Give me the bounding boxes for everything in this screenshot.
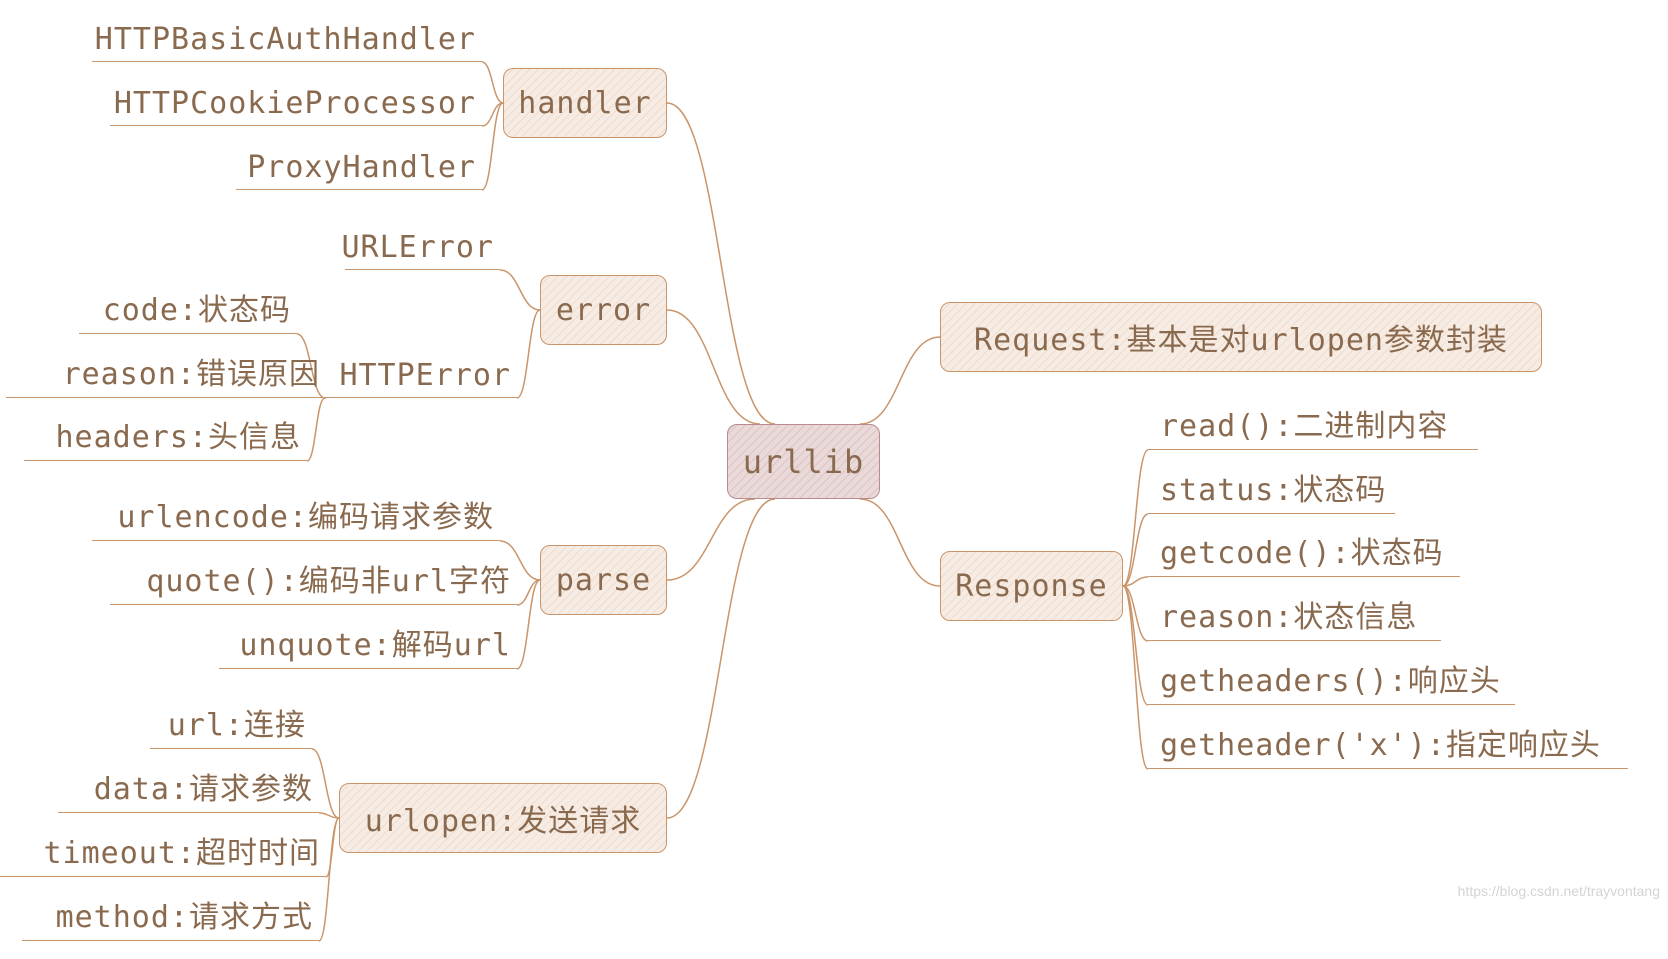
leaf-quote[interactable]: quote():编码非url字符: [110, 543, 517, 605]
link-handler-2: [481, 102, 504, 191]
leaf-reason-status[interactable]: reason:状态信息: [1148, 579, 1441, 641]
parse-node[interactable]: parse: [540, 545, 667, 615]
leaf-read[interactable]: read():二进制内容: [1148, 388, 1478, 450]
link-error-httperror: [516, 309, 541, 399]
leaf-getcode[interactable]: getcode():状态码: [1148, 515, 1460, 577]
link-handler-0: [481, 61, 504, 104]
link-response-1: [1122, 513, 1149, 587]
watermark: https://blog.csdn.net/trayvontang: [1457, 883, 1660, 899]
leaf-proxyhandler[interactable]: ProxyHandler: [236, 128, 482, 190]
urlopen-label: urlopen:发送请求: [364, 804, 642, 839]
link-urlopen-0: [311, 748, 340, 819]
link-urlopen-1: [318, 812, 340, 819]
response-node[interactable]: Response: [940, 551, 1123, 621]
link-parse-0: [499, 540, 541, 581]
leaf-getheaders[interactable]: getheaders():响应头: [1148, 643, 1515, 705]
link-response-2: [1122, 576, 1149, 587]
handler-node[interactable]: handler: [503, 68, 667, 138]
link-httperror-2: [306, 397, 326, 462]
urlopen-node[interactable]: urlopen:发送请求: [339, 783, 667, 853]
link-urlopen-3: [318, 817, 340, 942]
leaf-httpbasicauthhandler[interactable]: HTTPBasicAuthHandler: [92, 0, 482, 62]
link-root-urlopen: [666, 498, 776, 819]
link-response-0: [1122, 449, 1149, 587]
link-response-5: [1122, 585, 1149, 770]
error-node[interactable]: error: [540, 275, 667, 345]
leaf-status[interactable]: status:状态码: [1148, 452, 1395, 514]
root-label: urllib: [742, 442, 865, 481]
link-root-request: [859, 336, 941, 425]
leaf-url[interactable]: url:连接: [150, 687, 312, 749]
link-root-parse: [666, 498, 756, 581]
request-label: Request:基本是对urlopen参数封装: [974, 323, 1508, 358]
link-httperror-0: [296, 333, 326, 399]
leaf-urlerror[interactable]: URLError: [342, 208, 500, 270]
leaf-getheader[interactable]: getheader('x'):指定响应头: [1148, 707, 1628, 769]
root-node[interactable]: urllib: [727, 424, 880, 499]
leaf-data[interactable]: data:请求参数: [58, 751, 319, 813]
link-root-response: [859, 498, 941, 587]
request-node[interactable]: Request:基本是对urlopen参数封装: [940, 302, 1542, 372]
link-root-error: [666, 309, 761, 425]
leaf-method[interactable]: method:请求方式: [22, 879, 319, 941]
link-error-urlerror: [499, 269, 541, 311]
link-parse-2: [516, 579, 541, 670]
leaf-httpcookieprocessor[interactable]: HTTPCookieProcessor: [110, 64, 482, 126]
response-label: Response: [955, 568, 1108, 604]
error-label: error: [555, 292, 652, 328]
link-root-handler: [666, 102, 776, 425]
leaf-unquote[interactable]: unquote:解码url: [219, 607, 517, 669]
leaf-urlencode[interactable]: urlencode:编码请求参数: [92, 479, 500, 541]
leaf-reason[interactable]: reason:错误原因: [6, 336, 326, 398]
parse-label: parse: [555, 562, 652, 598]
handler-label: handler: [518, 85, 652, 121]
leaf-code[interactable]: code:状态码: [79, 272, 297, 334]
leaf-httperror[interactable]: HTTPError: [325, 336, 517, 398]
leaf-timeout[interactable]: timeout:超时时间: [0, 815, 326, 877]
leaf-headers[interactable]: headers:头信息: [24, 399, 307, 461]
